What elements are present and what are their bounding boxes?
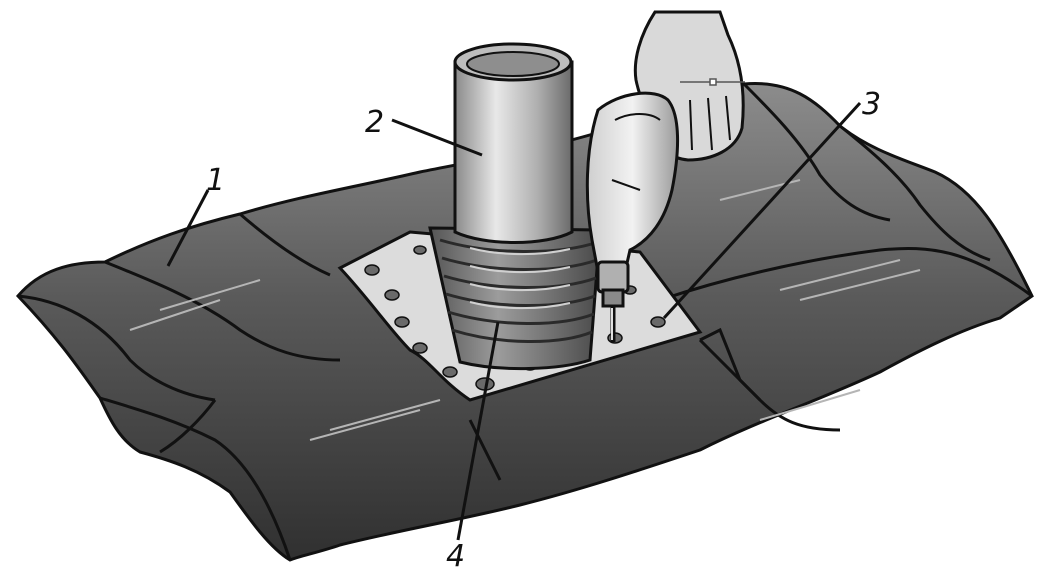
callout-label-2: 2	[365, 105, 384, 140]
leader-line-1	[166, 189, 210, 267]
drill-chuck-tip	[601, 288, 625, 308]
tile-ridge	[99, 396, 292, 561]
tile-seam	[699, 327, 762, 402]
callout-label-4: 4	[446, 539, 465, 572]
tile-ridge	[239, 212, 331, 277]
drill-icon	[585, 91, 680, 342]
callout-label-3: 3	[862, 87, 881, 122]
leader-line-2	[391, 118, 483, 157]
pipe	[453, 42, 574, 244]
sleeve-ring-highlights	[469, 247, 571, 310]
tile-seam	[159, 399, 217, 454]
tile-ridge	[742, 82, 891, 222]
tile-ridge	[17, 294, 216, 402]
leader-line-3	[662, 101, 862, 320]
sleeve	[428, 226, 602, 371]
tile-ridge	[839, 124, 991, 262]
callout-lines	[166, 101, 862, 541]
tile-ridge	[468, 419, 502, 481]
tile-ridge	[104, 260, 341, 362]
drill-chuck	[596, 260, 630, 294]
drill-body	[585, 91, 680, 274]
pipe-inner	[466, 51, 560, 77]
pipe-body	[453, 60, 574, 244]
leader-line-4	[456, 321, 500, 541]
tile-ridge	[659, 247, 1033, 302]
sleeve-rings	[439, 238, 599, 343]
sleeve-body	[428, 226, 602, 371]
callout-label-1: 1	[206, 163, 225, 198]
